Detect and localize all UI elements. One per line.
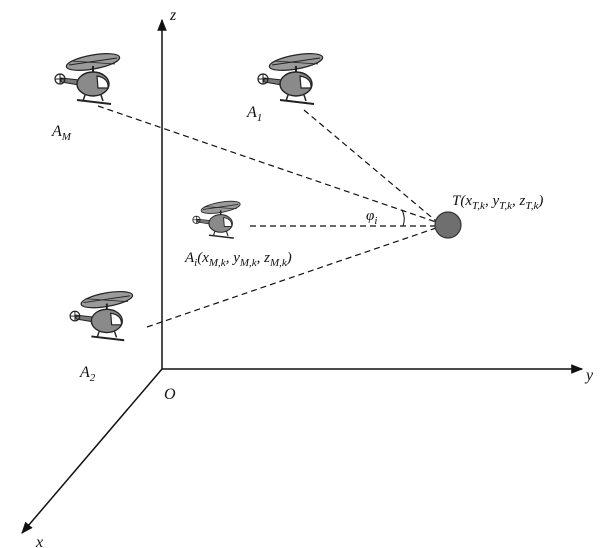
x-axis — [21, 368, 163, 534]
label-A2: A2 — [79, 364, 96, 384]
angle-arc — [401, 209, 405, 227]
target-circle — [434, 211, 462, 239]
angle-label: φi — [366, 208, 377, 227]
angle-sub: i — [374, 215, 377, 227]
sight-line-A1 — [303, 109, 437, 222]
label-A1: A1 — [246, 104, 262, 124]
helicopter-A2-icon — [68, 290, 135, 342]
helicopter-AM-icon — [53, 52, 123, 106]
label-AM: AM — [51, 123, 72, 143]
label-Ai: Ai(xM,k, yM,k, zM,k) — [184, 250, 292, 269]
helicopter-Ai-icon — [191, 200, 243, 240]
sight-line-AM — [97, 105, 437, 223]
sight-line-A2 — [146, 227, 437, 328]
x-axis-label: x — [35, 534, 43, 548]
helicopter-A1-icon — [256, 52, 326, 106]
target-label: T(xT,k, yT,k, zT,k) — [452, 193, 543, 212]
z-axis-label: z — [169, 7, 177, 24]
origin-label: O — [164, 386, 176, 403]
angle-symbol: φ — [366, 208, 374, 224]
y-axis-label: y — [584, 367, 594, 384]
